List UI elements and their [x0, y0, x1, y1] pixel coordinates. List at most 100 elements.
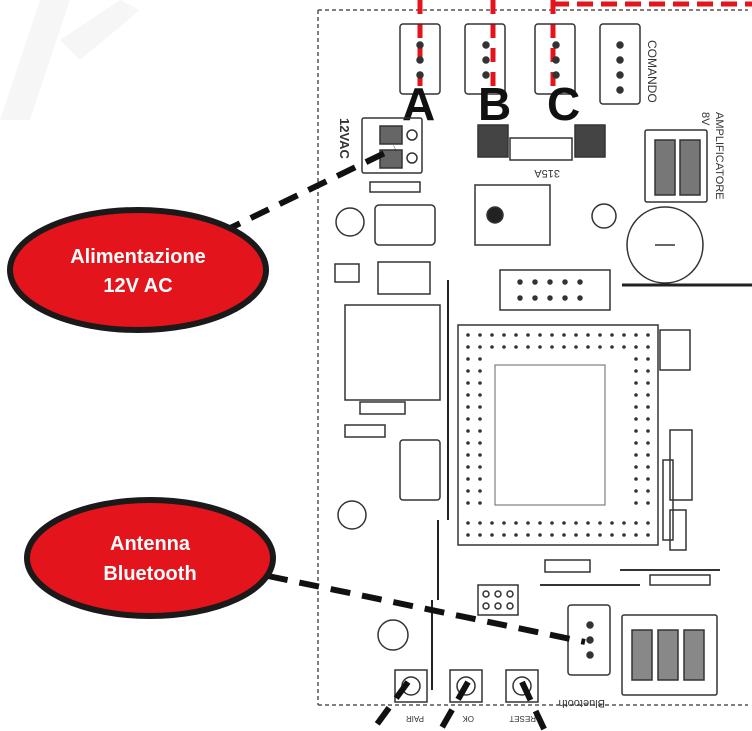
pad-dot [646, 333, 650, 337]
pad-dot [646, 429, 650, 433]
label-amplificatore: AMPLIFICATORE [713, 112, 725, 200]
output-terminal [621, 614, 718, 696]
pad-dot [586, 521, 590, 525]
pad-dot [562, 333, 566, 337]
pad-dot [622, 533, 626, 537]
pad-dot [550, 521, 554, 525]
pad-dot [514, 533, 518, 537]
pad-dot [646, 501, 650, 505]
watermark [0, 0, 140, 120]
pad-dot [610, 345, 614, 349]
pad-dot [466, 489, 470, 493]
pad-dot [514, 521, 518, 525]
left-components [334, 181, 441, 530]
connector-comando [599, 23, 641, 105]
pad-dot [646, 381, 650, 385]
pad-dot [550, 345, 554, 349]
pad-dot [622, 521, 626, 525]
pad-dot [526, 345, 530, 349]
pad-dot [466, 521, 470, 525]
pad-dot [466, 345, 470, 349]
pad-dot [634, 369, 638, 373]
callout-power-line2: 12V AC [103, 275, 172, 297]
pad-dot [586, 533, 590, 537]
pad-dot [622, 345, 626, 349]
pad-dot [634, 405, 638, 409]
pad-dot [490, 333, 494, 337]
callout-power: Alimentazione 12V AC [7, 207, 269, 333]
pad-dot [466, 441, 470, 445]
pad-dot [586, 333, 590, 337]
divider-lines [431, 280, 449, 690]
pad-dot [490, 521, 494, 525]
pad-dot [634, 501, 638, 505]
main-module [457, 324, 659, 546]
pad-dot [646, 465, 650, 469]
pad-dot [634, 381, 638, 385]
pad-dot [478, 393, 482, 397]
pad-dot [538, 345, 542, 349]
pad-dot [514, 333, 518, 337]
label-power-terminal: 12VAC [337, 118, 352, 160]
ribbon-header [499, 269, 611, 311]
pad-dot [466, 429, 470, 433]
pad-dot [526, 521, 530, 525]
pad-dot [574, 333, 578, 337]
pad-dot [478, 501, 482, 505]
pad-dot [466, 453, 470, 457]
pad-dot [502, 333, 506, 337]
pad-dot [646, 393, 650, 397]
pad-dot [634, 393, 638, 397]
pad-dot [646, 441, 650, 445]
pad-dot [634, 477, 638, 481]
pad-dot [622, 333, 626, 337]
bluetooth-connector [567, 604, 611, 676]
callout-antenna: Antenna Bluetooth [24, 497, 276, 619]
pad-dot [646, 533, 650, 537]
pad-dot [490, 533, 494, 537]
pad-dot [478, 405, 482, 409]
pad-dot [478, 489, 482, 493]
label-button-pair: PAIR [406, 714, 424, 723]
pad-dot [466, 417, 470, 421]
pad-dot [646, 417, 650, 421]
button-reset [505, 669, 539, 703]
pad-dot [634, 441, 638, 445]
button-pair [394, 669, 428, 703]
pad-dot [466, 381, 470, 385]
pad-dot [466, 369, 470, 373]
pad-dot [574, 521, 578, 525]
trimmer [377, 619, 409, 651]
pad-dot [478, 333, 482, 337]
pad-dot [550, 333, 554, 337]
pad-dot [574, 533, 578, 537]
pointer-lines [220, 145, 586, 731]
pad-dot [646, 357, 650, 361]
pad-dot [646, 453, 650, 457]
jumper-block [477, 584, 519, 616]
pad-dot [634, 429, 638, 433]
pad-dot [634, 453, 638, 457]
label-amplificatore-voltage: 8V [699, 112, 711, 126]
pad-dot [586, 345, 590, 349]
pad-dot [610, 533, 614, 537]
label-button-reset: RESET [509, 714, 536, 723]
label-bluetooth: Bluetooth [559, 697, 605, 709]
pad-dot [478, 477, 482, 481]
pad-dot [598, 345, 602, 349]
pad-dot [610, 521, 614, 525]
pad-dot [646, 405, 650, 409]
pad-dot [538, 521, 542, 525]
label-button-ok: OK [462, 714, 474, 723]
pad-dot [514, 345, 518, 349]
connector-c [534, 23, 576, 95]
label-comando: COMANDO [645, 40, 659, 103]
fuse-block [477, 124, 606, 161]
connector-a [399, 23, 441, 95]
pad-dot [466, 465, 470, 469]
label-a: A [402, 78, 435, 130]
pad-dot [550, 533, 554, 537]
pad-dot [478, 465, 482, 469]
power-terminal [361, 117, 423, 174]
